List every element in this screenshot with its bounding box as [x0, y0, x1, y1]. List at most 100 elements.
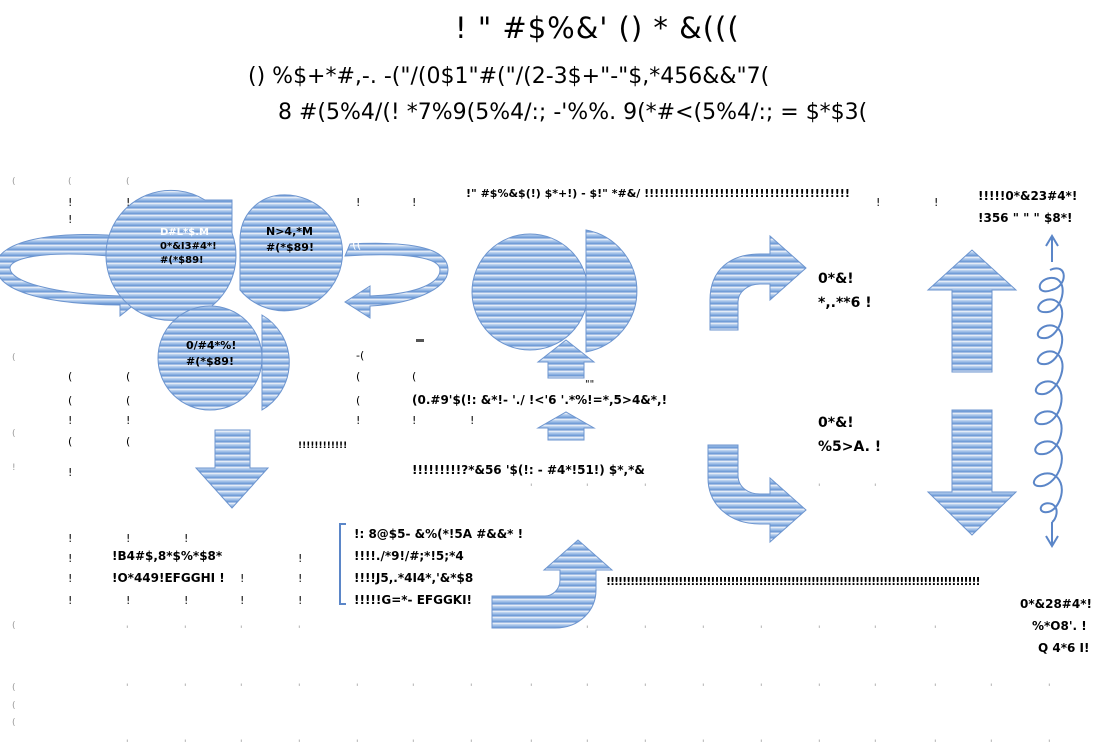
left-block-line2: !O*449!EFGGHI ! [112, 571, 225, 585]
svg-text:(: ( [12, 177, 16, 187]
svg-text:(: ( [68, 177, 72, 187]
svg-text:(: ( [12, 718, 16, 728]
svg-text:!: ! [412, 196, 416, 209]
svg-text:!: ! [68, 594, 72, 607]
svg-text:(: ( [126, 177, 130, 187]
svg-text:': ' [356, 739, 358, 749]
dash-mark: -( [356, 349, 365, 362]
svg-text:': ' [818, 483, 820, 493]
svg-text:': ' [760, 625, 762, 635]
squiggle-line [1032, 234, 1065, 548]
svg-text:': ' [298, 625, 300, 635]
bent-arrow-bottom [707, 444, 807, 544]
svg-text:': ' [874, 739, 876, 749]
svg-text:(: ( [12, 683, 16, 693]
svg-text:': ' [934, 739, 936, 749]
curved-arrow-right [344, 242, 449, 319]
svg-text:(: ( [12, 353, 16, 363]
center-lower-label: !!!!!!!!!?*&56 '$(!: - #4*!51!) $*,*& [412, 463, 645, 477]
svg-text:': ' [874, 683, 876, 693]
svg-text:!: ! [68, 466, 72, 479]
svg-text:': ' [126, 683, 128, 693]
circle1-line1: D#L*$.M [160, 227, 209, 238]
circle3-line1: 0/#4*%! [186, 339, 237, 352]
svg-text:!: ! [68, 414, 72, 427]
svg-text:': ' [760, 739, 762, 749]
circle2-line2: #(*$89! [266, 241, 314, 254]
svg-text:': ' [470, 683, 472, 693]
svg-text:': ' [934, 683, 936, 693]
circle1-line3: #(*$89! [160, 255, 204, 266]
bracket-line3: !!!!J5,.*4I4*,'&*$8 [354, 571, 474, 585]
down-arrow-left [194, 429, 270, 509]
svg-text:': ' [184, 739, 186, 749]
svg-text:!: ! [126, 196, 130, 209]
circle-shape-1 [105, 189, 237, 321]
svg-text:': ' [586, 683, 588, 693]
bracket-line4: !!!!!G=*- EFGGKI! [354, 593, 473, 607]
svg-text:(: ( [126, 370, 130, 383]
small-dash [416, 339, 424, 342]
svg-text:': ' [586, 739, 588, 749]
svg-text:': ' [412, 683, 414, 693]
svg-text:': ' [586, 483, 588, 493]
svg-text:!: ! [68, 213, 72, 226]
svg-text:!: ! [298, 552, 302, 565]
svg-text:': ' [818, 739, 820, 749]
svg-text:!: ! [68, 196, 72, 209]
svg-text:': ' [702, 625, 704, 635]
right-top-1: !!!!!0*&23#4*! [978, 189, 1078, 203]
svg-text:!: ! [68, 532, 72, 545]
svg-text:!: ! [240, 594, 244, 607]
right-label-b1: 0*&! [818, 415, 854, 431]
center-middle-label: (0.#9'$(!: &*!- './ !<'6 '.*%!=*,5>4&*,! [412, 393, 668, 407]
svg-text:(: ( [356, 394, 360, 407]
bent-arrow-lower-center [491, 539, 614, 629]
svg-text:(: ( [412, 370, 416, 383]
svg-text:': ' [990, 739, 992, 749]
svg-text:!: ! [184, 594, 188, 607]
svg-text:(: ( [12, 621, 16, 631]
svg-text:(: ( [12, 429, 16, 439]
svg-text:': ' [530, 739, 532, 749]
long-dots-line: !!!!!!!!!!!!!!!!!!!!!!!!!!!!!!!!!!!!!!!!… [606, 575, 981, 588]
svg-text:!: ! [240, 572, 244, 585]
svg-text:!: ! [12, 463, 16, 473]
subtitle-line-1: () %$+*#,-. -("/(0$1"#("/(2-3$+"-"$,*456… [248, 64, 770, 89]
svg-text:!: ! [298, 594, 302, 607]
svg-text:': ' [874, 625, 876, 635]
right-label-a1: 0*&! [818, 271, 854, 287]
svg-text:(: ( [68, 394, 72, 407]
svg-text:!: ! [934, 196, 938, 209]
right-bottom-1: 0*&28#4*! [1020, 597, 1092, 611]
center-top-label: !" #$%&$(!) $*+!) - $!" *#&/ !!!!!!!!!!!… [466, 187, 850, 200]
svg-text:!: ! [298, 572, 302, 585]
svg-text:': ' [1048, 683, 1050, 693]
svg-text:': ' [470, 739, 472, 749]
right-bottom-2: %*O8'. ! [1032, 619, 1087, 633]
svg-text:!: ! [356, 414, 360, 427]
svg-text:!: ! [68, 572, 72, 585]
svg-text:!: ! [356, 196, 360, 209]
svg-text:(: ( [126, 435, 130, 448]
subtitle-line-2: 8 #(5%4/(! *7%9(5%4/:; -'%%. 9(*#<(5%4/:… [278, 100, 868, 125]
svg-text:': ' [586, 625, 588, 635]
svg-text:': ' [530, 483, 532, 493]
quote-mark: "" [585, 379, 595, 390]
svg-text:': ' [874, 483, 876, 493]
svg-text:!: ! [126, 532, 130, 545]
svg-text:!: ! [126, 414, 130, 427]
svg-text:': ' [298, 683, 300, 693]
circle-shape-2 [239, 194, 343, 312]
bracket-line2: !!!!./*9!/#;*!5;*4 [354, 549, 464, 563]
right-label-a2: *,.**6 ! [818, 295, 872, 311]
svg-text:': ' [760, 683, 762, 693]
left-block-line1: !B4#$,8*$%*$8* [112, 549, 223, 563]
down-arrow-large [926, 409, 1018, 536]
svg-text:(: ( [126, 394, 130, 407]
svg-text:': ' [240, 625, 242, 635]
svg-text:': ' [530, 625, 532, 635]
ring-mark: (( [352, 237, 362, 251]
svg-text:!: ! [412, 414, 416, 427]
up-arrow-large [926, 249, 1018, 373]
